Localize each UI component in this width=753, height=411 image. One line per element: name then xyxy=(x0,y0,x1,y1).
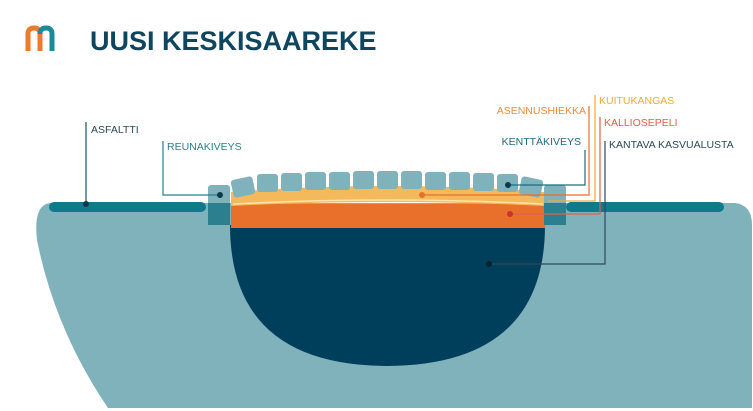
curb-left-shadow xyxy=(208,203,230,225)
leader-reunakiveys xyxy=(162,141,220,196)
crushed-rock-layer xyxy=(231,204,545,228)
leader-kantava-kasvualusta xyxy=(489,141,606,265)
leader-dots xyxy=(83,182,513,267)
growing-medium-layer xyxy=(230,225,545,366)
label-kenttakiveys: KENTTÄKIVEYS xyxy=(502,136,581,148)
label-reunakiveys: REUNAKIVEYS xyxy=(167,141,242,153)
company-logo xyxy=(25,25,55,51)
page-title: UUSI KESKISAAREKE xyxy=(90,26,377,56)
leader-asennushiekka xyxy=(422,106,590,196)
leader-kenttakiveys xyxy=(508,150,586,186)
leader-kuitukangas xyxy=(548,95,596,202)
label-kantava-kasvualusta: KANTAVA KASVUALUSTA xyxy=(609,139,734,151)
label-kuitukangas: KUITUKANGAS xyxy=(599,95,674,107)
label-asfaltti: ASFALTTI xyxy=(91,124,139,136)
asphalt-left xyxy=(49,202,206,212)
leader-kalliosepeli xyxy=(510,117,601,215)
label-asennushiekka: ASENNUSHIEKKA xyxy=(497,105,586,117)
label-kalliosepeli: KALLIOSEPELI xyxy=(604,117,678,129)
fabric-layer xyxy=(232,199,544,205)
asphalt-right xyxy=(566,202,724,212)
